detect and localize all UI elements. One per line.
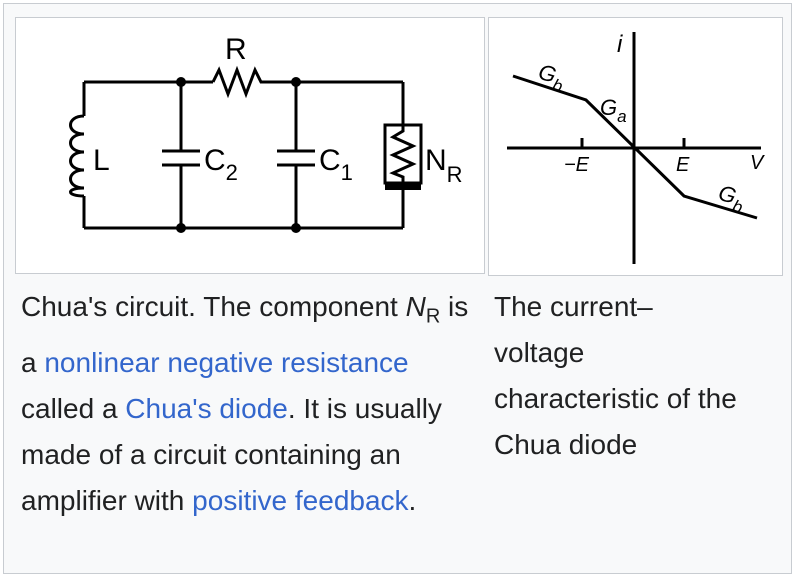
nr-symbol: NR <box>405 291 441 328</box>
capacitor-c2 <box>162 149 200 167</box>
label-l: L <box>93 144 110 177</box>
label-neg-e: −E <box>564 154 590 176</box>
infobox-multi-image: R L C2 C1 NR i V −E E Gb Ga Gb <box>3 3 792 574</box>
label-r: R <box>225 33 247 66</box>
label-ga: Ga <box>600 95 627 126</box>
caption-characteristic: The current– voltage characteristic of t… <box>494 291 737 460</box>
chua-circuit-image[interactable]: R L C2 C1 NR <box>15 17 485 274</box>
resistor-r <box>211 65 267 99</box>
link-nonlinear-negative-resistance[interactable]: nonlinear negative resistance <box>44 346 409 378</box>
iv-characteristic-graph: i V −E E Gb Ga Gb <box>507 31 765 264</box>
label-nr: NR <box>425 144 463 187</box>
characteristic-curve <box>512 74 758 220</box>
inductor-l <box>69 114 85 198</box>
label-c1: C1 <box>319 144 353 185</box>
label-pos-e: E <box>676 154 690 176</box>
caption-chua-circuit: Chua's circuit. The component NR is a no… <box>21 291 469 516</box>
chua-diode-characteristic-image[interactable]: i V −E E Gb Ga Gb <box>488 17 783 276</box>
link-chuas-diode[interactable]: Chua's diode <box>125 392 288 424</box>
label-i: i <box>617 31 623 58</box>
label-gb-bottom: Gb <box>714 180 748 217</box>
label-c2: C2 <box>204 144 238 185</box>
chua-diode-nr <box>383 123 423 185</box>
link-positive-feedback[interactable]: positive feedback <box>192 484 409 516</box>
label-v: V <box>750 152 765 174</box>
circuit-diagram: R L C2 C1 NR <box>69 33 463 233</box>
capacitor-c1 <box>277 149 315 167</box>
label-gb-top: Gb <box>534 59 568 96</box>
